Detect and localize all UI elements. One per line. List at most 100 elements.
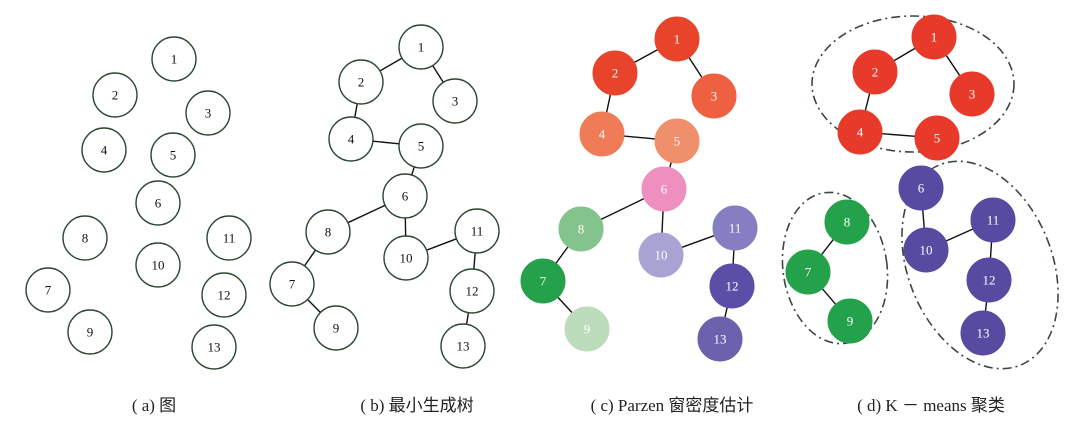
node-label: 11 (987, 213, 1000, 228)
graph-node: 7 (520, 258, 566, 304)
node-label: 2 (358, 75, 365, 90)
edge-4-5 (623, 135, 656, 140)
node-label: 6 (402, 189, 409, 204)
graph-node: 12 (966, 257, 1012, 303)
node-label: 8 (82, 231, 89, 246)
node-label: 8 (578, 222, 585, 237)
node-circle (592, 50, 638, 96)
node-circle (579, 111, 625, 157)
node-label: 6 (661, 182, 668, 197)
edge-2-4 (864, 93, 871, 111)
node-circle (712, 205, 758, 251)
graph-node: 13 (697, 316, 743, 362)
edge-5-6 (669, 162, 672, 168)
node-circle (641, 166, 687, 212)
graph-node: 4 (328, 116, 374, 162)
node-label: 11 (223, 231, 236, 246)
node-label: 3 (205, 106, 212, 121)
node-circle (398, 24, 444, 70)
node-label: 6 (918, 181, 925, 196)
node-label: 5 (418, 139, 425, 154)
node-circle (338, 59, 384, 105)
node-circle (135, 242, 181, 288)
node-label: 5 (674, 134, 681, 149)
node-label: 9 (87, 325, 94, 340)
edge-6-10 (661, 210, 664, 234)
node-label: 1 (171, 52, 178, 67)
graph-node: 8 (558, 206, 604, 252)
node-label: 9 (584, 322, 591, 337)
node-label: 13 (457, 339, 470, 354)
graph-node: 12 (449, 268, 495, 314)
graph-node: 9 (564, 306, 610, 352)
node-label: 1 (931, 30, 938, 45)
node-label: 7 (289, 277, 296, 292)
graph-node: 5 (914, 115, 960, 161)
node-label: 11 (471, 224, 484, 239)
node-circle (150, 132, 196, 178)
node-circle (67, 309, 113, 355)
graph-node: 7 (25, 267, 71, 313)
node-label: 12 (983, 273, 996, 288)
edge-7-9 (557, 296, 573, 314)
node-label: 8 (844, 215, 851, 230)
cluster-outline-1 (811, 15, 1015, 153)
node-label: 8 (325, 225, 332, 240)
node-circle (201, 272, 247, 318)
graph-node: 4 (579, 111, 625, 157)
graph-node: 7 (269, 261, 315, 307)
node-circle (898, 165, 944, 211)
edge-6-10 (922, 209, 925, 229)
node-label: 4 (348, 132, 355, 147)
graph-node: 4 (837, 109, 883, 155)
edge-2-4 (605, 94, 612, 113)
edge-1-2 (893, 47, 916, 62)
node-circle (382, 173, 428, 219)
graph-node: 2 (852, 49, 898, 95)
graph-node: 3 (691, 73, 737, 119)
node-circle (440, 323, 486, 369)
node-circle (949, 71, 995, 117)
edge-1-2 (379, 57, 403, 72)
node-circle (966, 257, 1012, 303)
edge-12-13 (984, 301, 988, 312)
node-label: 12 (726, 279, 739, 294)
edge-11-12 (989, 241, 993, 259)
panel-caption: ( c) Parzen 窗密度估计 (591, 396, 754, 415)
graph-node: 8 (824, 199, 870, 245)
edge-7-9 (307, 299, 321, 313)
edge-6-8 (600, 197, 645, 221)
graph-node: 6 (382, 173, 428, 219)
node-circle (135, 180, 181, 226)
node-label: 10 (655, 248, 668, 263)
edge-8-7 (820, 238, 835, 256)
node-label: 5 (934, 131, 941, 146)
node-label: 1 (418, 40, 425, 55)
node-circle (25, 267, 71, 313)
edge-1-3 (945, 54, 961, 77)
node-circle (449, 268, 495, 314)
node-circle (305, 209, 351, 255)
edge-2-4 (354, 103, 358, 118)
graph-node: 4 (81, 127, 127, 173)
edge-1-3 (688, 57, 703, 78)
graph-node: 9 (827, 298, 873, 344)
edge-7-9 (821, 288, 837, 305)
node-circle (206, 215, 252, 261)
node-circle (564, 306, 610, 352)
node-label: 6 (155, 196, 162, 211)
graph-node: 7 (785, 249, 831, 295)
graph-node: 11 (206, 215, 252, 261)
node-circle (914, 115, 960, 161)
graph-node: 2 (338, 59, 384, 105)
graph-node: 2 (592, 50, 638, 96)
graph-node: 11 (454, 208, 500, 254)
node-circle (903, 227, 949, 273)
node-label: 12 (218, 288, 231, 303)
graph-node: 3 (432, 78, 478, 124)
graph-node: 1 (654, 16, 700, 62)
node-label: 10 (920, 243, 933, 258)
